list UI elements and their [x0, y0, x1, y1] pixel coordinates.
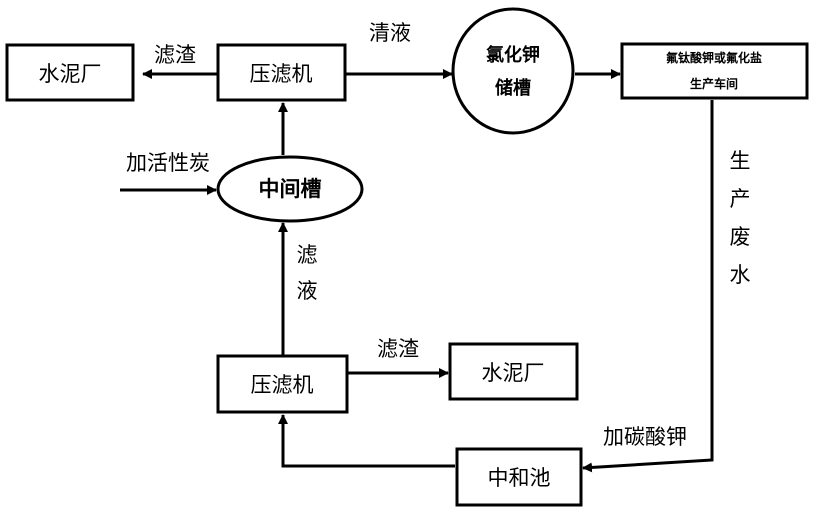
- label-wastewater-4: 水: [730, 263, 751, 287]
- edge-workshop-to-neutral-pool: [582, 100, 714, 473]
- node-workshop-label-2: 生产车间: [690, 76, 738, 91]
- label-filtrate-1: 滤: [297, 243, 318, 267]
- node-cement-top: 水泥厂: [5, 43, 135, 102]
- node-cement-bottom-label: 水泥厂: [482, 361, 545, 385]
- node-neutral-pool: 中和池: [455, 447, 583, 507]
- label-residue-bottom: 滤渣: [377, 337, 419, 361]
- node-cement-top-label: 水泥厂: [39, 62, 102, 86]
- node-workshop: 氟钛酸钾或氟化盐 生产车间: [620, 42, 809, 100]
- label-wastewater-1: 生: [730, 149, 751, 173]
- label-add-k2co3: 加碳酸钾: [603, 425, 687, 449]
- node-neutral-pool-label: 中和池: [488, 466, 551, 490]
- label-clear-liquid: 清液: [369, 21, 411, 45]
- edge-neutral-pool-to-press-bottom: [278, 414, 455, 468]
- node-press-bottom-label: 压滤机: [251, 373, 314, 397]
- node-kcl-tank-label-1: 氯化钾: [486, 44, 540, 66]
- node-press-top: 压滤机: [216, 43, 347, 102]
- node-kcl-tank: 氯化钾 储槽: [451, 7, 575, 135]
- node-middle-tank-label: 中间槽: [259, 177, 322, 201]
- node-press-top-label: 压滤机: [250, 62, 313, 86]
- label-wastewater-3: 废: [730, 225, 751, 249]
- node-press-bottom: 压滤机: [216, 354, 349, 414]
- label-wastewater-2: 产: [730, 187, 751, 211]
- node-kcl-tank-label-2: 储槽: [494, 77, 531, 99]
- node-workshop-label-1: 氟钛酸钾或氟化盐: [666, 50, 762, 65]
- label-residue-top: 滤渣: [154, 43, 196, 67]
- label-filtrate-2: 液: [297, 279, 318, 303]
- node-cement-bottom: 水泥厂: [448, 342, 579, 401]
- node-middle-tank: 中间槽: [216, 155, 364, 223]
- label-add-carbon: 加活性炭: [126, 151, 210, 175]
